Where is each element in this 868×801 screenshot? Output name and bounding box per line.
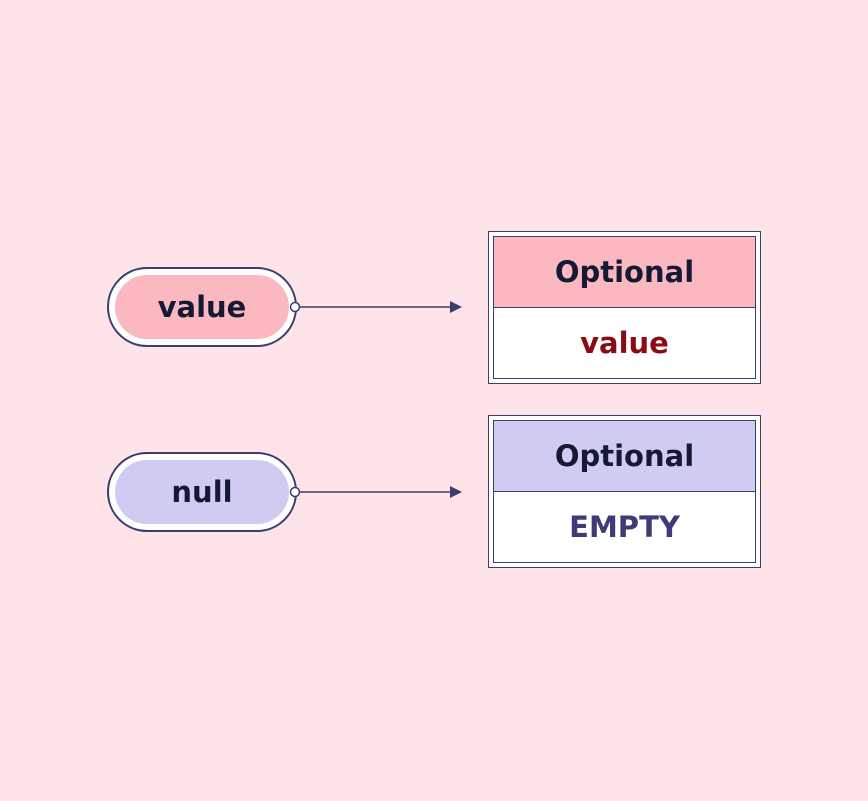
optional-box-value-frame: Optional value xyxy=(493,236,756,379)
optional-box-empty: Optional EMPTY xyxy=(488,415,761,568)
input-node-null: null xyxy=(107,452,297,532)
optional-box-empty-content: EMPTY xyxy=(494,492,755,562)
arrowhead-value xyxy=(450,301,462,313)
input-node-null-label: null xyxy=(115,460,289,524)
input-node-value-label: value xyxy=(115,275,289,339)
input-node-value: value xyxy=(107,267,297,347)
optional-box-empty-header: Optional xyxy=(494,421,755,492)
optional-box-value-header: Optional xyxy=(494,237,755,308)
arrowhead-null xyxy=(450,486,462,498)
optional-box-value: Optional value xyxy=(488,231,761,384)
connector-value-to-optional xyxy=(289,301,462,313)
optional-box-value-content: value xyxy=(494,308,755,378)
optional-box-empty-frame: Optional EMPTY xyxy=(493,420,756,563)
connector-null-to-empty xyxy=(289,486,462,498)
